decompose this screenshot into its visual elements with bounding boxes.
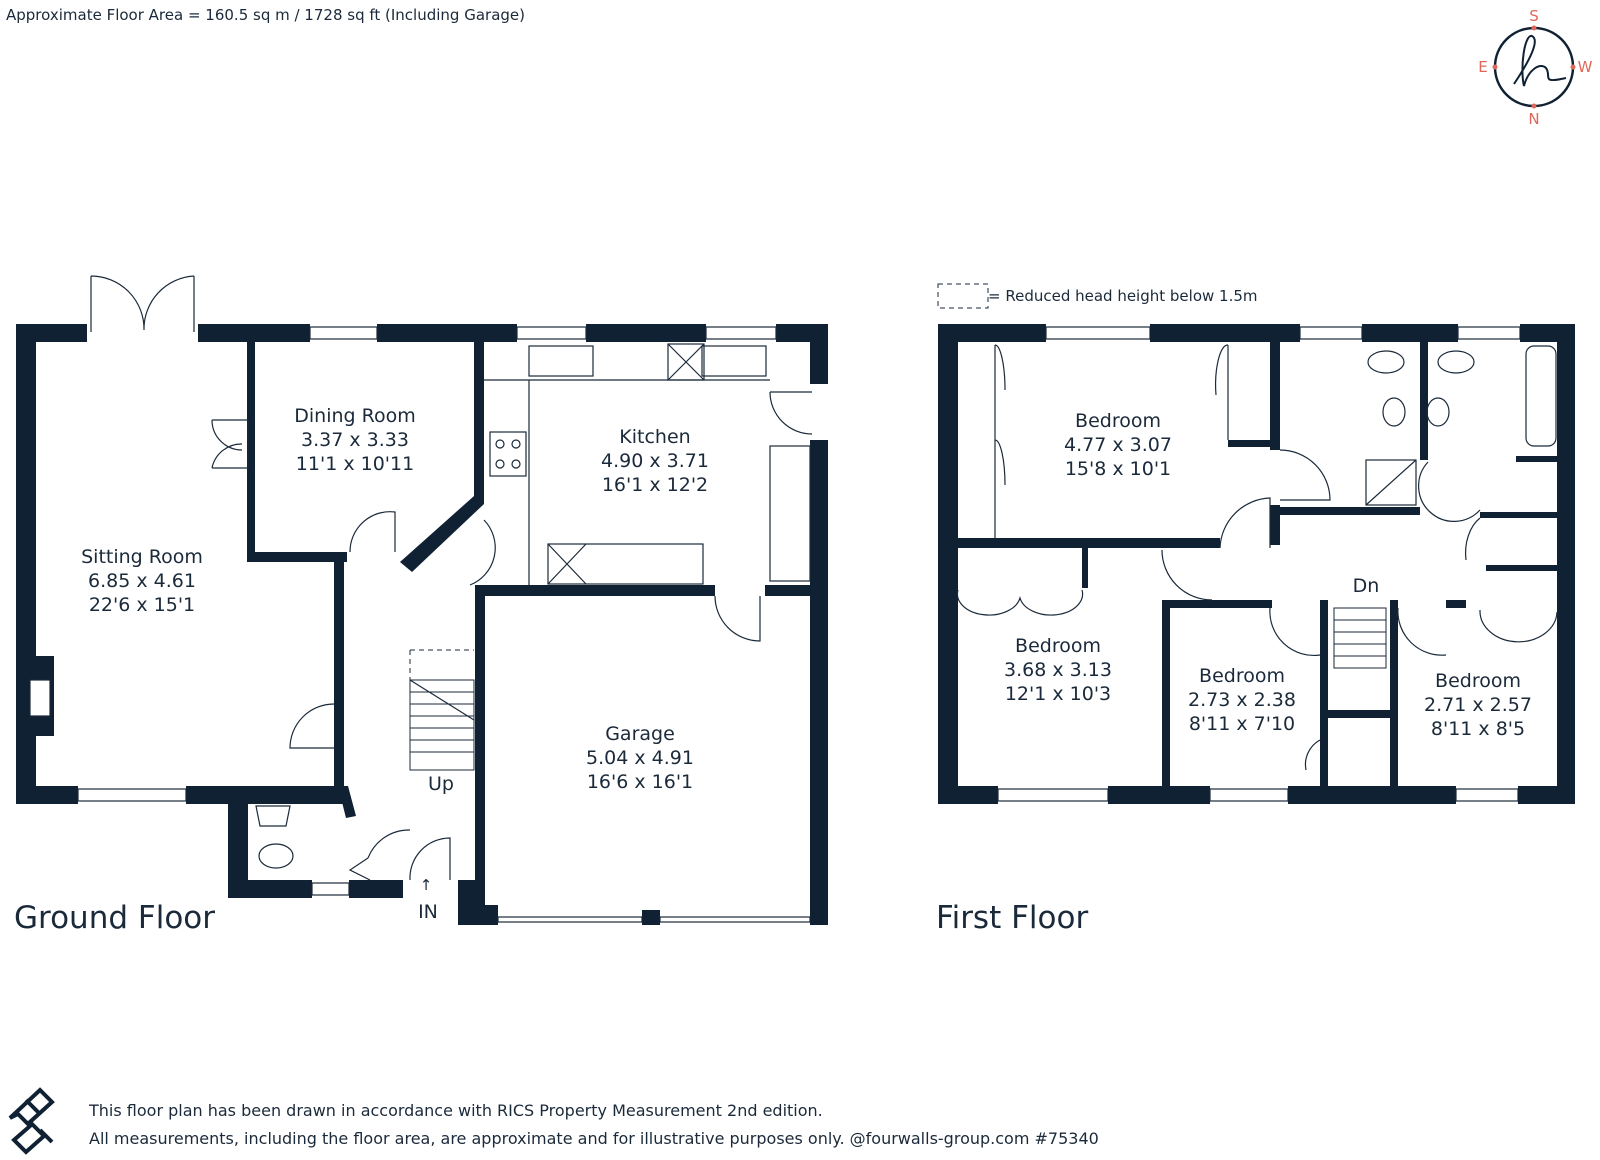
bedroom-4-name: Bedroom [1435,670,1521,692]
dining-room-name: Dining Room [294,405,415,427]
fourwalls-logo-icon [8,1087,55,1155]
ground-staircase [409,649,475,771]
stairs-up-label: Up [428,773,454,795]
ground-floor-plan: ↑ [16,275,828,925]
sitting-room-metric: 6.85 x 4.61 [88,570,196,592]
first-floor-staircase [1333,607,1387,669]
bedroom-1-name: Bedroom [1075,410,1161,432]
first-floor-label: First Floor [936,900,1088,936]
stairs-down-label: Dn [1353,575,1380,597]
garage-imperial: 16'6 x 16'1 [587,771,693,793]
first-floor-plan [937,283,1575,804]
bedroom-1-metric: 4.77 x 3.07 [1064,434,1172,456]
bedroom-2-name: Bedroom [1015,635,1101,657]
garage-metric: 5.04 x 4.91 [586,747,694,769]
kitchen-imperial: 16'1 x 12'2 [602,474,708,496]
floor-area-text: Approximate Floor Area = 160.5 sq m / 17… [6,6,525,24]
bedroom-3-name: Bedroom [1199,665,1285,687]
bedroom-4-metric: 2.71 x 2.57 [1424,694,1532,716]
legend-text: = Reduced head height below 1.5m [988,287,1258,305]
compass-n-label: N [1528,110,1539,128]
dining-room-imperial: 11'1 x 10'11 [296,453,414,475]
bedroom-3-imperial: 8'11 x 7'10 [1189,713,1295,735]
compass-logo-icon: S E W N [1478,7,1592,128]
garage-name: Garage [605,723,675,745]
bedroom-4-imperial: 8'11 x 8'5 [1431,718,1525,740]
entrance-label: IN [418,901,438,923]
bedroom-3-metric: 2.73 x 2.38 [1188,689,1296,711]
footer-line-1: This floor plan has been drawn in accord… [88,1101,823,1120]
compass-w-label: W [1578,58,1593,76]
compass-e-label: E [1478,58,1487,76]
kitchen-metric: 4.90 x 3.71 [601,450,709,472]
compass-s-label: S [1529,7,1539,25]
bedroom-1-imperial: 15'8 x 10'1 [1065,458,1171,480]
dining-room-metric: 3.37 x 3.33 [301,429,409,451]
kitchen-name: Kitchen [619,426,690,448]
bedroom-2-metric: 3.68 x 3.13 [1004,659,1112,681]
sitting-room-imperial: 22'6 x 15'1 [89,594,195,616]
footer-line-2: All measurements, including the floor ar… [89,1129,1099,1148]
svg-text:↑: ↑ [420,876,433,894]
bedroom-2-imperial: 12'1 x 10'3 [1005,683,1111,705]
sitting-room-name: Sitting Room [81,546,203,568]
ground-floor-label: Ground Floor [14,900,215,936]
